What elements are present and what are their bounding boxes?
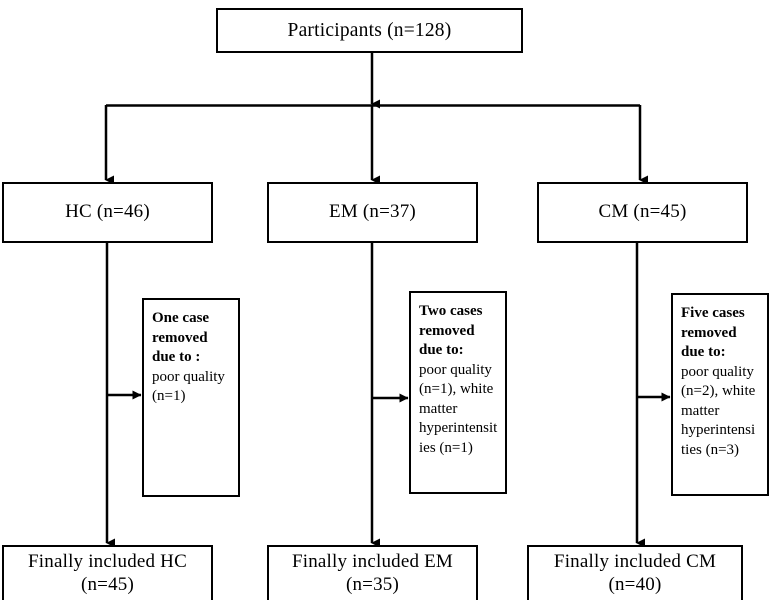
removal-hc-heading-1: One case xyxy=(152,310,210,326)
final-label-em: Finally included EM (n=35) xyxy=(292,551,453,596)
removal-em-body-3: matter xyxy=(419,400,458,417)
participants-label: Participants (n=128) xyxy=(287,20,452,41)
final-box-cm: Finally included CM (n=40) xyxy=(527,545,743,600)
removal-hc-body-2: (n=1) xyxy=(152,388,186,404)
removal-em-heading-2: removed xyxy=(419,322,475,339)
removal-em-heading-3: due to: xyxy=(419,342,464,358)
removal-hc-body-1: poor quality xyxy=(152,368,225,385)
removal-em-body-4: hyperintensit xyxy=(419,420,498,436)
removal-hc-heading-3: due to : xyxy=(152,349,201,365)
participants-box: Participants (n=128) xyxy=(216,8,523,53)
removal-cm-body-2: (n=2), white xyxy=(681,383,756,399)
removal-em-body-1: poor quality xyxy=(419,361,492,378)
removal-em-body-5: ies (n=1) xyxy=(419,439,473,456)
final-hc-line-1: Finally included HC xyxy=(28,551,187,573)
final-box-hc: Finally included HC (n=45) xyxy=(2,545,213,600)
group-label-em: EM (n=37) xyxy=(329,201,416,223)
removal-cm-body-3: matter xyxy=(681,402,720,419)
group-box-em: EM (n=37) xyxy=(267,182,478,243)
group-label-cm: CM (n=45) xyxy=(598,201,687,223)
final-em-line-2: (n=35) xyxy=(345,573,400,595)
removal-cm-heading-2: removed xyxy=(681,324,737,341)
removal-cm-heading-3: due to: xyxy=(681,344,726,360)
removal-box-em: Two cases removed due to: poor quality (… xyxy=(409,291,507,494)
removal-cm-body-4: hyperintensi xyxy=(681,422,756,438)
removal-em-body-2: (n=1), white xyxy=(419,381,494,397)
final-cm-line-2: (n=40) xyxy=(608,573,662,595)
removal-box-hc: One case removed due to : poor quality (… xyxy=(142,298,240,497)
removal-cm-body-5: ties (n=3) xyxy=(681,441,740,458)
removal-em-heading-1: Two cases xyxy=(419,303,483,319)
removal-box-cm: Five cases removed due to: poor quality … xyxy=(671,293,769,496)
removal-cm-body-1: poor quality xyxy=(681,363,754,380)
group-box-cm: CM (n=45) xyxy=(537,182,748,243)
final-label-cm: Finally included CM (n=40) xyxy=(554,551,716,596)
final-label-hc: Finally included HC (n=45) xyxy=(28,551,187,596)
group-box-hc: HC (n=46) xyxy=(2,182,213,243)
group-label-hc: HC (n=46) xyxy=(65,201,150,223)
final-hc-line-2: (n=45) xyxy=(80,573,135,595)
removal-hc-heading-2: removed xyxy=(152,329,208,346)
final-box-em: Finally included EM (n=35) xyxy=(267,545,478,600)
final-cm-line-1: Finally included CM xyxy=(553,551,717,573)
removal-cm-heading-1: Five cases xyxy=(681,305,745,321)
final-em-line-1: Finally included EM xyxy=(291,551,454,573)
